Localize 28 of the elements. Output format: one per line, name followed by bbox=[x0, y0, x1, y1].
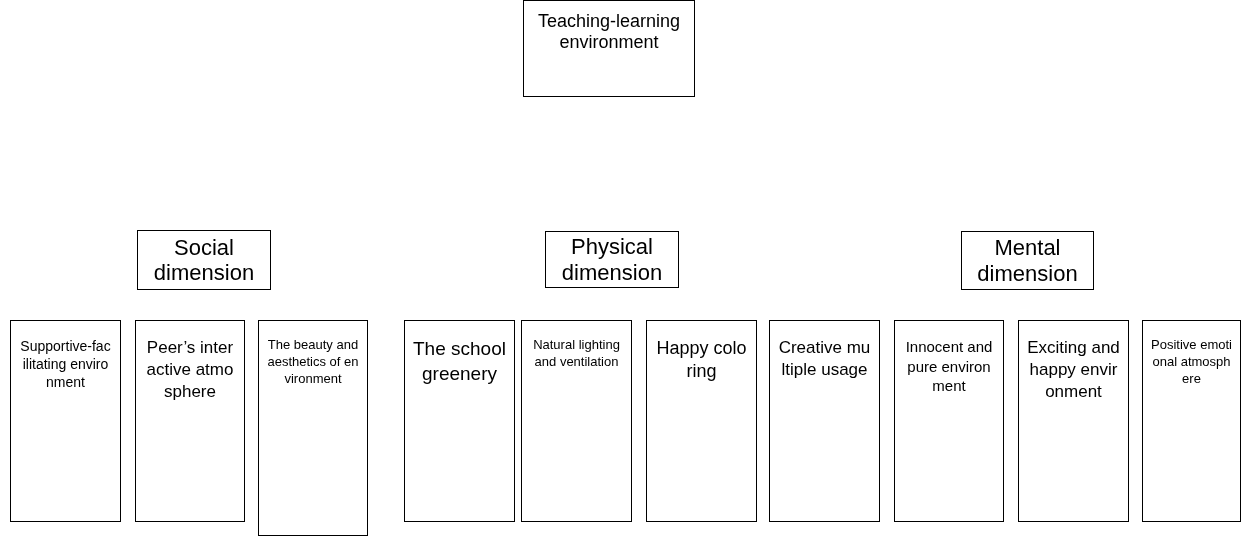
node-label: Supportive-facilitating environment bbox=[19, 337, 112, 392]
category-box bbox=[961, 231, 1094, 290]
node-label: Natural lighting and ventilation bbox=[532, 337, 621, 371]
item-box bbox=[646, 320, 757, 522]
item-box bbox=[404, 320, 515, 522]
node-label: Happy coloring bbox=[655, 337, 748, 384]
node-label: Peer’s interactive atmosphere bbox=[145, 337, 235, 404]
node-label: Creative multiple usage bbox=[778, 337, 871, 382]
node-label: Teaching-learning environment bbox=[536, 11, 682, 53]
item-box bbox=[135, 320, 245, 522]
item-box bbox=[521, 320, 632, 522]
item-box bbox=[258, 320, 368, 536]
node-label: Physical dimension bbox=[560, 234, 664, 285]
category-box bbox=[137, 230, 271, 290]
node-label: Social dimension bbox=[152, 234, 256, 286]
node-label: Positive emotional atmosphere bbox=[1151, 337, 1232, 388]
item-box bbox=[10, 320, 121, 522]
node-label: The school greenery bbox=[413, 337, 506, 386]
node-label: The beauty and aesthetics of environment bbox=[267, 337, 359, 388]
item-box bbox=[894, 320, 1004, 522]
node-label: Exciting and happy environment bbox=[1027, 337, 1120, 404]
item-box bbox=[1018, 320, 1129, 522]
item-box bbox=[1142, 320, 1241, 522]
node-label: Innocent and pure environment bbox=[904, 337, 994, 396]
item-box bbox=[769, 320, 880, 522]
title-box bbox=[523, 0, 695, 97]
category-box bbox=[545, 231, 679, 288]
node-label: Mental dimension bbox=[976, 235, 1079, 286]
